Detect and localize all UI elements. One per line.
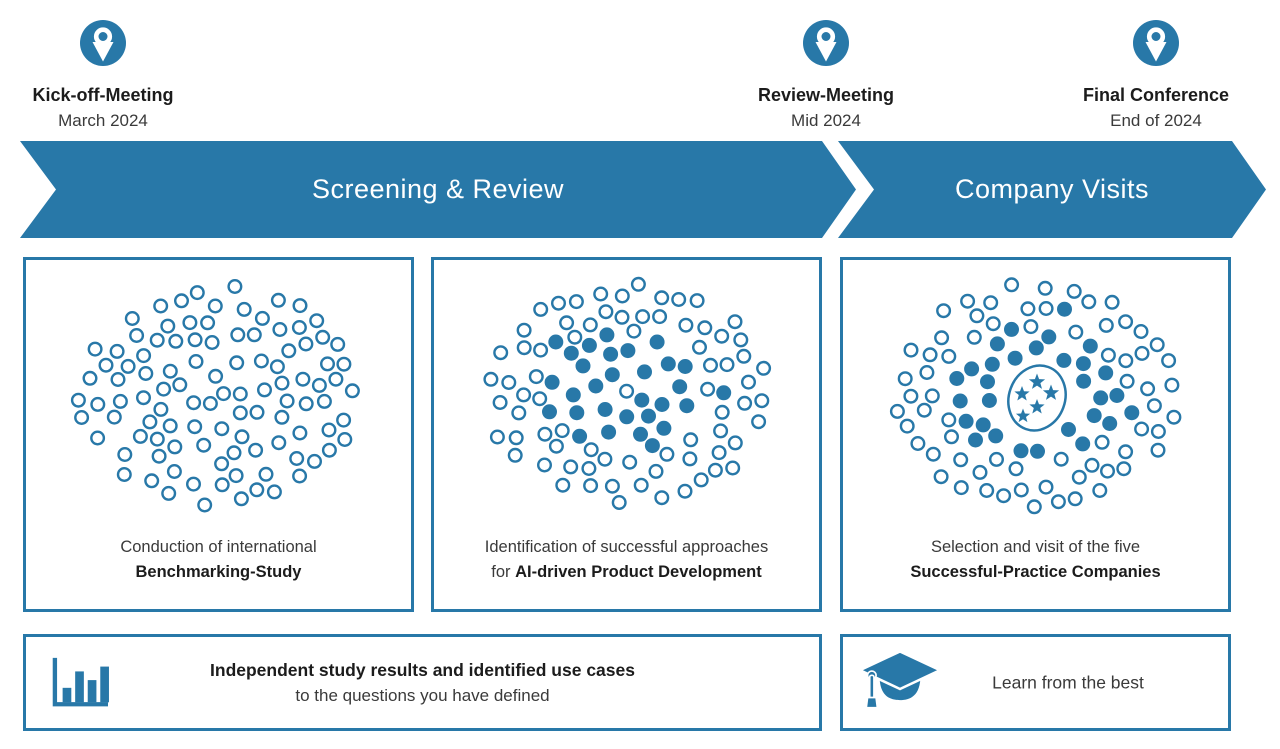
milestone-final: Final Conference End of 2024 [1016, 20, 1280, 134]
phase-label-screening-review: Screening & Review [311, 174, 565, 204]
dot-cluster-star-icon [889, 277, 1181, 515]
dot-cluster-filled-icon [482, 276, 771, 510]
caption-regular: Conduction of international [120, 538, 317, 556]
milestone-review: Review-Meeting Mid 2024 [686, 20, 966, 134]
outcome-line-regular: to the questions you have defined [295, 685, 550, 705]
outcome-line-bold: Independent study results and identified… [210, 659, 635, 680]
milestone-title: Kick-off-Meeting [32, 85, 174, 105]
outcome-box-learn: Learn from the best [840, 634, 1231, 731]
star-icon [1028, 399, 1045, 414]
milestone-title: Final Conference [1082, 85, 1230, 105]
location-pin-icon [80, 20, 126, 66]
phase-arrow-company-visits [838, 141, 1266, 238]
caption-bold: Successful-Practice Companies [910, 563, 1161, 581]
location-pin-icon [1133, 20, 1179, 66]
outcome-text: Independent study results and identified… [26, 657, 819, 709]
star-icon [1013, 386, 1030, 401]
star-group [1013, 373, 1059, 423]
caption-regular: Selection and visit of the five [930, 538, 1141, 556]
dot-cluster-icon [70, 278, 360, 513]
step-caption: Conduction of international Benchmarking… [36, 535, 401, 585]
caption-bold: AI-driven Product Development [515, 563, 762, 581]
milestone-title: Review-Meeting [757, 85, 895, 105]
graduation-cap-icon [857, 649, 943, 709]
milestone-date: Mid 2024 [791, 111, 861, 130]
step-caption: Identification of successful approaches … [444, 535, 809, 585]
phase-label-company-visits: Company Visits [954, 174, 1150, 204]
outcome-box-study-results: Independent study results and identified… [23, 634, 822, 731]
step-box-benchmarking: Conduction of international Benchmarking… [23, 257, 414, 612]
phase-arrow-screening-review [20, 141, 856, 238]
step-box-ai-identification: Identification of successful approaches … [431, 257, 822, 612]
step-box-company-selection: Selection and visit of the five Successf… [840, 257, 1231, 612]
milestone-date: End of 2024 [1110, 111, 1202, 130]
outcome-text: Learn from the best [992, 672, 1144, 692]
milestone-kickoff: Kick-off-Meeting March 2024 [0, 20, 243, 134]
step-caption: Selection and visit of the five Successf… [853, 535, 1218, 585]
star-icon [1015, 408, 1030, 423]
location-pin-icon [803, 20, 849, 66]
caption-regular: Identification of successful approaches … [484, 538, 769, 581]
phase-arrows [20, 141, 1266, 238]
caption-bold: Benchmarking-Study [135, 563, 302, 581]
star-icon [1028, 373, 1045, 389]
bar-chart-icon [52, 657, 109, 706]
star-icon [1042, 384, 1059, 400]
milestone-date: March 2024 [58, 111, 148, 130]
